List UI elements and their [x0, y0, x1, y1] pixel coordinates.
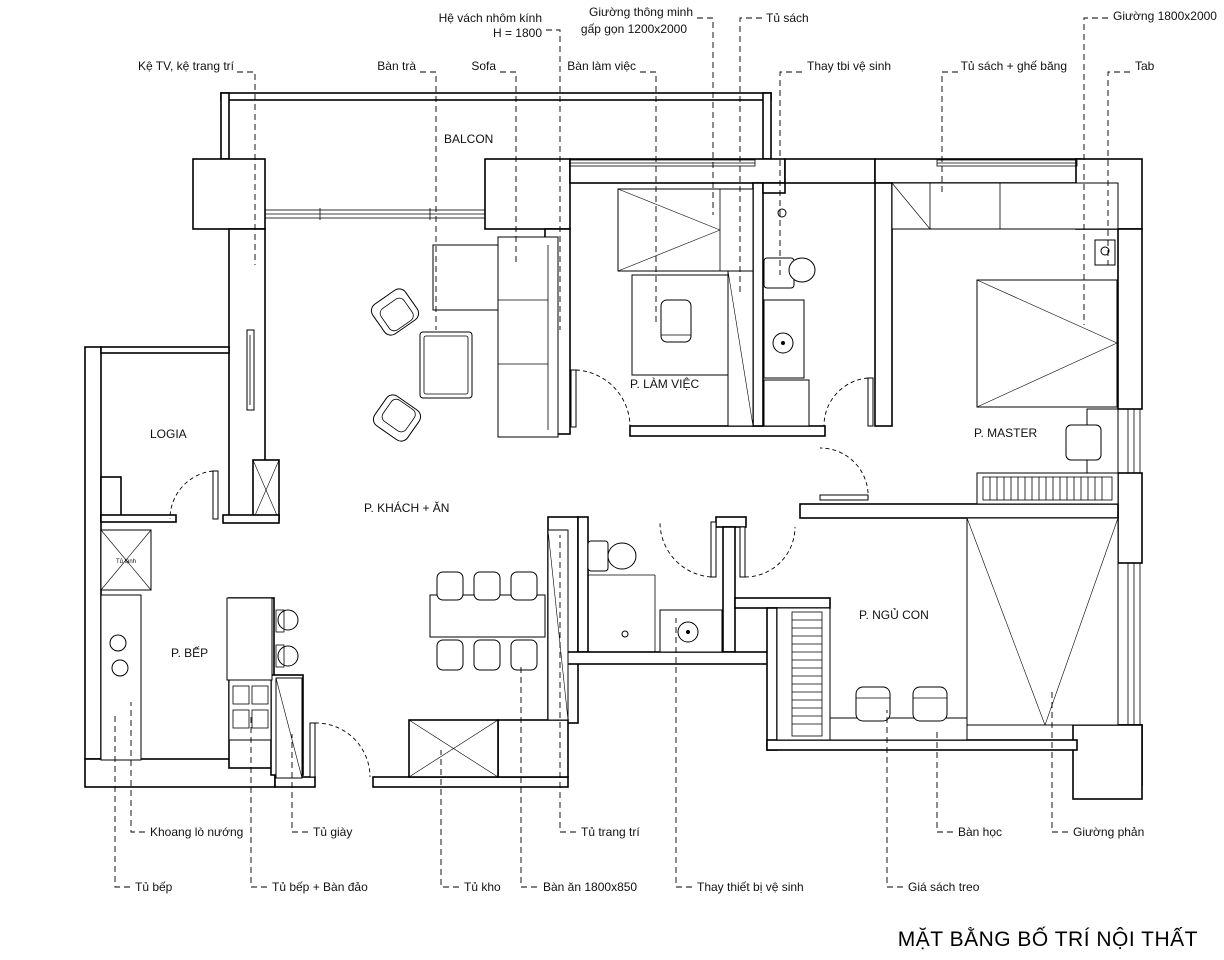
label-replace-sanitary: Thay thiết bị vệ sinh [697, 880, 804, 894]
label-decor-cab: Tủ trang trí [581, 825, 640, 839]
room-label-master: P. MASTER [974, 426, 1037, 440]
label-bookcase-bench: Tủ sách + ghế băng [961, 59, 1067, 73]
label-sofa: Sofa [471, 59, 496, 73]
room-label-balcon: BALCON [444, 132, 493, 146]
label-glass-wall-1: Hệ vách nhôm kính [439, 11, 542, 25]
windows [264, 159, 1141, 726]
label-bookcase: Tủ sách [766, 11, 809, 25]
label-dining: Bàn ăn 1800x850 [543, 880, 637, 894]
room-label-child: P. NGỦ CON [859, 607, 929, 622]
leader-lines [114, 17, 1130, 888]
label-study-desk: Bàn học [958, 825, 1002, 839]
room-label-office: P. LÀM VIỆC [630, 376, 699, 391]
room-label-logia: LOGIA [150, 427, 187, 441]
fridge-label: Tủ lạnh [116, 558, 136, 565]
label-smart-bed-1: Giường thông minh [589, 5, 693, 19]
label-tab: Tab [1135, 59, 1155, 73]
label-oven: Khoang lò nướng [150, 825, 243, 839]
doors [169, 369, 874, 778]
room-label-living: P. KHÁCH + ĂN [364, 500, 449, 515]
label-bed-1800: Giường 1800x2000 [1113, 9, 1217, 23]
label-tv-shelf: Kệ TV, kệ trang trí [138, 59, 235, 73]
label-kitchen-island: Tủ bếp + Bàn đảo [272, 880, 368, 894]
label-glass-wall-2: H = 1800 [493, 26, 542, 40]
furniture [100, 182, 1119, 779]
label-tea-table: Bàn trà [377, 59, 416, 73]
label-platform-bed: Giường phản [1073, 825, 1144, 839]
label-desk: Bàn làm việc [567, 59, 636, 73]
label-shoe-cab: Tủ giày [313, 825, 352, 839]
label-smart-bed-2: gấp gọn 1200x2000 [581, 22, 687, 36]
plan-title: MẶT BẰNG BỐ TRÍ NỘI THẤT [898, 927, 1198, 951]
label-replace-wc: Thay tbi vệ sinh [807, 59, 891, 73]
label-hanging-shelf: Giá sách treo [908, 880, 980, 894]
room-label-kitchen: P. BẾP [171, 645, 208, 660]
label-storage: Tủ kho [464, 880, 501, 894]
label-kitchen-cab: Tủ bếp [135, 880, 173, 894]
dining-chairs [436, 571, 538, 671]
